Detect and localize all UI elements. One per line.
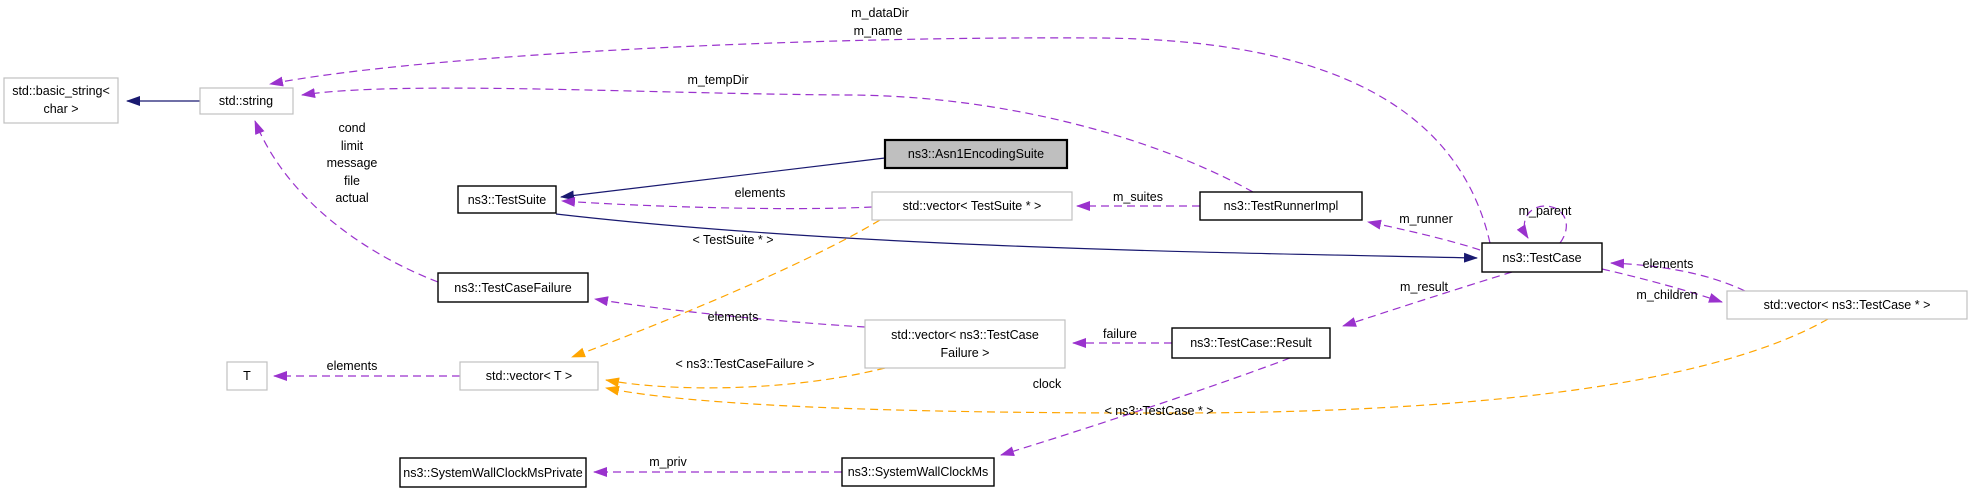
edge-label-clock: clock	[1033, 377, 1062, 391]
edge-m-parent-selfloop	[1516, 205, 1567, 244]
edge-template-vectortestcase-to-vectort	[605, 318, 1829, 414]
node-ns3-systemwallclockms[interactable]: ns3::SystemWallClockMs	[841, 457, 995, 487]
edge-label-elements-t: elements	[327, 359, 378, 373]
svg-text:ns3::SystemWallClockMsPrivate: ns3::SystemWallClockMsPrivate	[403, 466, 582, 480]
svg-text:m_name: m_name	[854, 24, 903, 38]
edge-label-elements-suite: elements	[735, 186, 786, 200]
edge-m-result	[1342, 271, 1513, 327]
edge-label-m-tempdir: m_tempDir	[687, 73, 748, 87]
svg-text:cond: cond	[338, 121, 365, 135]
edge-label-elements-case: elements	[1643, 257, 1694, 271]
node-std-vector-testcase: std::vector< ns3::TestCase * >	[1726, 290, 1968, 320]
svg-text:std::vector< TestSuite * >: std::vector< TestSuite * >	[903, 199, 1042, 213]
svg-text:ns3::SystemWallClockMs: ns3::SystemWallClockMs	[848, 465, 989, 479]
node-ns3-testsuite[interactable]: ns3::TestSuite	[457, 185, 557, 214]
node-ns3-systemwallclockmsprivate[interactable]: ns3::SystemWallClockMsPrivate	[399, 457, 587, 488]
edge-label-m-suites: m_suites	[1113, 190, 1163, 204]
edge-label-m-result: m_result	[1400, 280, 1448, 294]
svg-text:std::vector< ns3::TestCase: std::vector< ns3::TestCase	[891, 328, 1039, 342]
edge-label-failure: failure	[1103, 327, 1137, 341]
edge-clock	[1000, 357, 1291, 457]
svg-text:std::vector< T >: std::vector< T >	[486, 369, 572, 383]
edge-inherit-testsuite-to-testcase	[555, 213, 1478, 263]
node-std-vector-testcasefailure: std::vector< ns3::TestCase Failure >	[864, 319, 1066, 369]
edge-label-failure-fields: cond limit message file actual	[327, 121, 378, 205]
svg-text:std::vector< ns3::TestCase * >: std::vector< ns3::TestCase * >	[1764, 298, 1931, 312]
svg-text:ns3::TestCase::Result: ns3::TestCase::Result	[1190, 336, 1312, 350]
svg-text:ns3::Asn1EncodingSuite: ns3::Asn1EncodingSuite	[908, 147, 1044, 161]
node-t: T	[226, 361, 268, 391]
node-ns3-asn1encodingsuite: ns3::Asn1EncodingSuite	[883, 138, 1069, 170]
edge-label-template-testcasefailure: < ns3::TestCaseFailure >	[676, 357, 815, 371]
svg-text:ns3::TestCaseFailure: ns3::TestCaseFailure	[454, 281, 571, 295]
svg-text:actual: actual	[335, 191, 368, 205]
svg-text:file: file	[344, 174, 360, 188]
node-std-basic-string: std::basic_string< char >	[3, 77, 119, 124]
edge-failure-fields-to-string	[254, 120, 439, 283]
svg-text:ns3::TestCase: ns3::TestCase	[1502, 251, 1581, 265]
svg-text:std::string: std::string	[219, 94, 273, 108]
svg-text:m_dataDir: m_dataDir	[851, 6, 909, 20]
edge-label-m-runner: m_runner	[1399, 212, 1453, 226]
edge-m-tempdir	[301, 87, 1254, 193]
svg-text:limit: limit	[341, 139, 364, 153]
edge-label-m-parent: m_parent	[1519, 204, 1572, 218]
node-std-vector-testsuite: std::vector< TestSuite * >	[871, 191, 1073, 221]
node-std-vector-t: std::vector< T >	[459, 361, 599, 391]
edge-label-elements-failure: elements	[708, 310, 759, 324]
edge-template-vectortcf-to-vectort	[605, 367, 886, 389]
node-ns3-testcasefailure[interactable]: ns3::TestCaseFailure	[437, 272, 589, 303]
svg-text:ns3::TestRunnerImpl: ns3::TestRunnerImpl	[1224, 199, 1339, 213]
edge-label-template-testsuite: < TestSuite * >	[692, 233, 773, 247]
svg-text:char >: char >	[43, 102, 78, 116]
node-std-string: std::string	[199, 87, 294, 115]
edge-inherit-asn1-to-testsuite	[560, 157, 886, 201]
edge-label-template-testcase: < ns3::TestCase * >	[1104, 404, 1213, 418]
edge-label-m-children: m_children	[1636, 288, 1697, 302]
edge-m-runner	[1367, 219, 1481, 251]
edge-label-m-datadir-m-name: m_dataDir m_name	[851, 6, 909, 38]
edge-m-datadir-m-name	[269, 37, 1491, 244]
node-ns3-testcase[interactable]: ns3::TestCase	[1481, 242, 1603, 273]
node-ns3-testrunnerimpl[interactable]: ns3::TestRunnerImpl	[1199, 191, 1363, 221]
edge-m-children	[1601, 268, 1723, 303]
edge-label-m-priv: m_priv	[649, 455, 687, 469]
svg-text:message: message	[327, 156, 378, 170]
svg-text:Failure >: Failure >	[941, 346, 990, 360]
edge-template-vectorsuite-to-vectort	[571, 219, 881, 358]
edge-elements-vectorsuite-to-testsuite	[561, 196, 873, 210]
svg-text:ns3::TestSuite: ns3::TestSuite	[468, 193, 547, 207]
edge-elements-vectortestcase-to-testcase	[1610, 258, 1746, 292]
svg-text:T: T	[243, 369, 251, 383]
node-ns3-testcase-result[interactable]: ns3::TestCase::Result	[1171, 327, 1331, 359]
svg-text:std::basic_string<: std::basic_string<	[12, 84, 110, 98]
